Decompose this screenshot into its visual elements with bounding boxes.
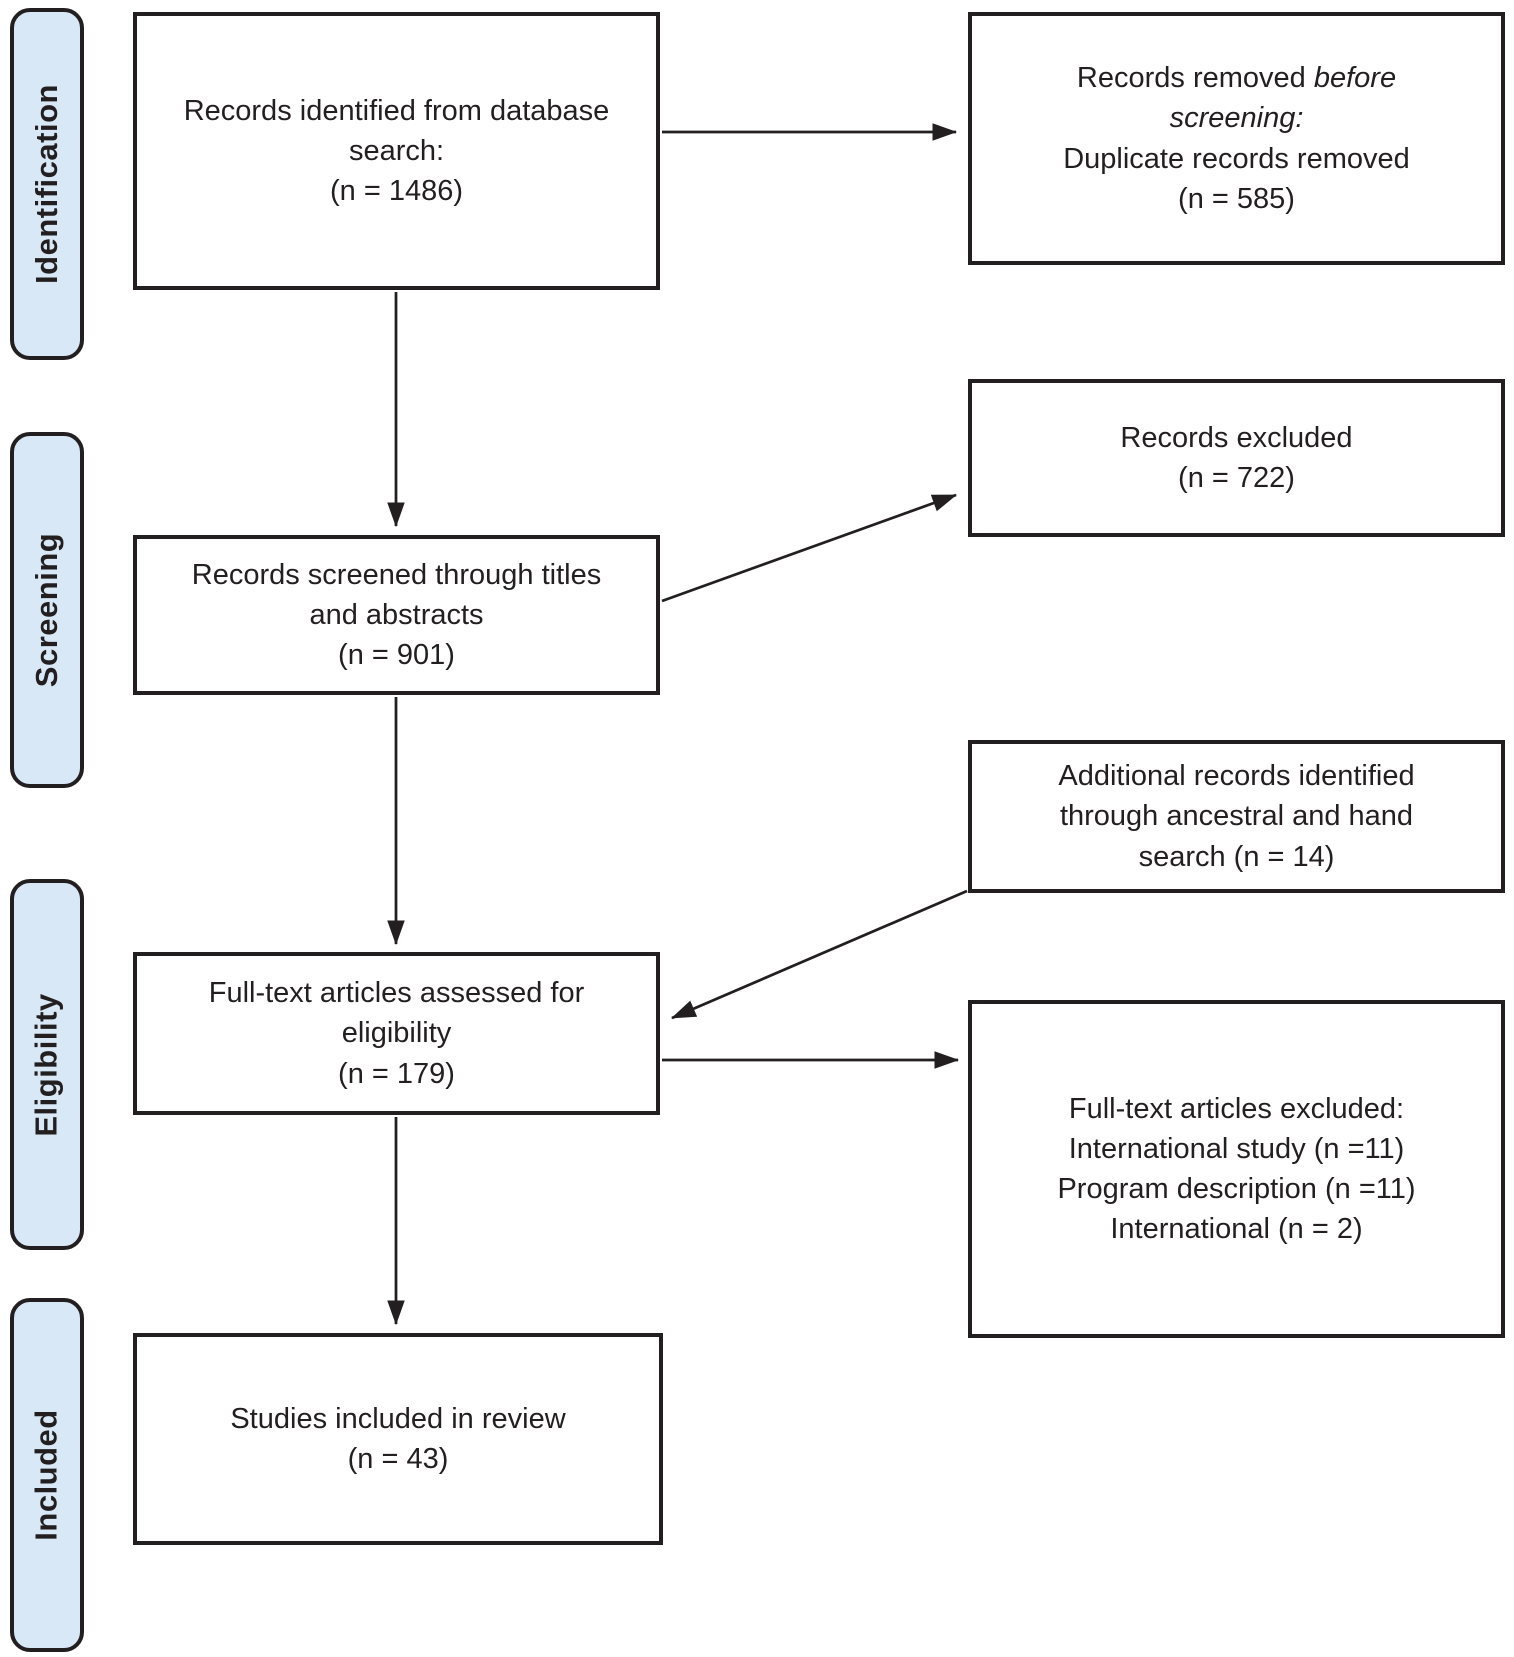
box-studies-included-line2: (n = 43) <box>347 1443 449 1475</box>
box-records-screened: Records screened through titles and abst… <box>133 535 660 695</box>
stage-identification-label: Identification <box>29 84 65 284</box>
box-fulltext-assessed-line3: (n = 179) <box>338 1057 455 1090</box>
box-records-identified-line2: search: <box>348 134 445 167</box>
box-records-screened-line3: (n = 901) <box>338 639 455 671</box>
box-additional-records-line2: through ancestral and hand <box>1059 800 1414 833</box>
box-fulltext-excluded-line3: Program description (n =11) <box>1057 1173 1416 1205</box>
box-additional-records-line3: search (n = 14) <box>1138 840 1335 873</box>
box-fulltext-assessed-line1: Full-text articles assessed for <box>208 977 585 1010</box>
arrow-screened-to-excluded <box>661 493 958 603</box>
stage-eligibility-label: Eligibility <box>29 992 65 1137</box>
box-fulltext-assessed-line2: eligibility <box>341 1017 452 1050</box>
box-records-excluded: Records excluded (n = 722) <box>968 379 1505 537</box>
box-additional-records: Additional records identified through an… <box>968 740 1505 893</box>
stage-included-label: Included <box>29 1409 65 1541</box>
stage-eligibility: Eligibility <box>10 879 84 1250</box>
box-records-removed-line2: screening: <box>1169 102 1304 135</box>
box-records-screened-line1: Records screened through titles <box>191 558 602 591</box>
box-studies-included-line1: Studies included in review <box>230 1402 566 1435</box>
box-fulltext-excluded-line4: International (n = 2) <box>1110 1213 1363 1246</box>
stage-screening: Screening <box>10 432 84 788</box>
box-records-removed-line1: Records removed before <box>1076 62 1397 95</box>
box-records-removed: Records removed before screening: Duplic… <box>968 12 1505 265</box>
box-records-identified-line1: Records identified from database <box>183 94 610 127</box>
box-fulltext-excluded-line1: Full-text articles excluded: <box>1068 1092 1405 1125</box>
arrow-additional-to-fulltext <box>670 889 968 1020</box>
box-records-screened-line2: and abstracts <box>309 598 484 631</box>
box-fulltext-excluded: Full-text articles excluded: Internation… <box>968 1000 1505 1338</box>
box-fulltext-assessed: Full-text articles assessed for eligibil… <box>133 952 660 1115</box>
box-fulltext-excluded-line2: International study (n =11) <box>1068 1132 1405 1165</box>
box-records-removed-line4: (n = 585) <box>1178 182 1295 215</box>
box-studies-included: Studies included in review (n = 43) <box>133 1333 663 1545</box>
box-records-identified-line3: (n = 1486) <box>329 175 463 207</box>
stage-identification: Identification <box>10 8 84 360</box>
box-additional-records-line1: Additional records identified <box>1058 760 1415 793</box>
box-records-identified: Records identified from database search:… <box>133 12 660 290</box>
box-records-excluded-line1: Records excluded <box>1120 421 1353 454</box>
box-records-excluded-line2: (n = 722) <box>1178 462 1295 494</box>
stage-included: Included <box>10 1298 84 1652</box>
stage-screening-label: Screening <box>29 532 65 688</box>
box-records-removed-line3: Duplicate records removed <box>1063 142 1410 175</box>
